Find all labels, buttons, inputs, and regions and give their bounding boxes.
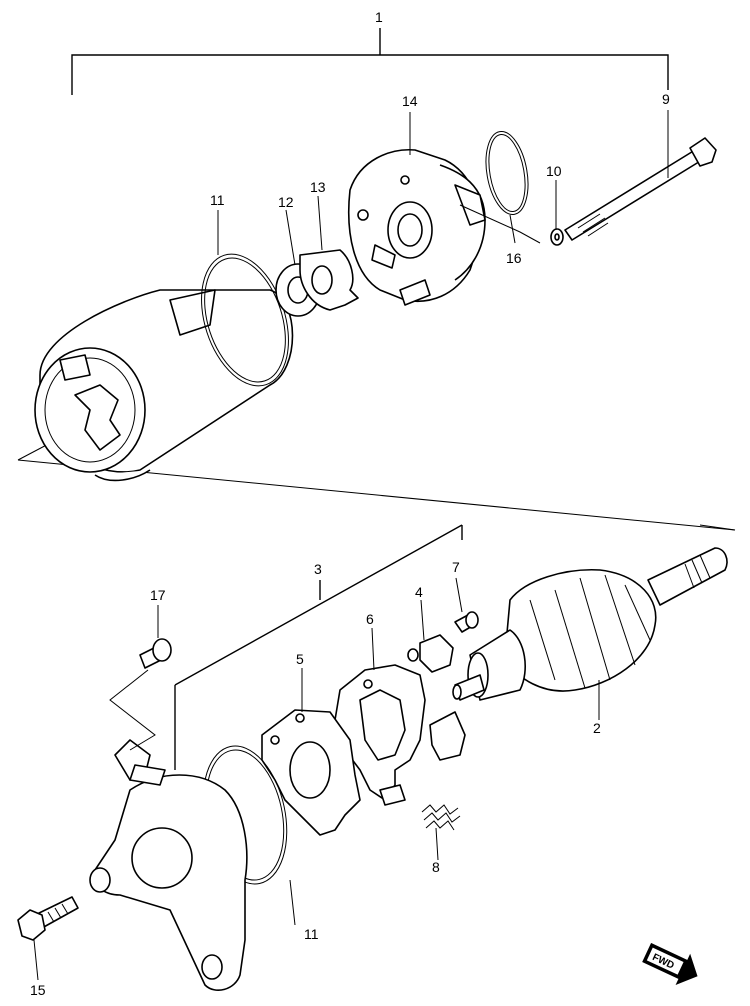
forward-direction-badge: FWD xyxy=(642,942,698,986)
callout-14: 14 xyxy=(402,93,418,109)
through-bolt-9 xyxy=(564,137,717,241)
callout-12: 12 xyxy=(278,194,294,210)
callout-9: 9 xyxy=(662,91,670,107)
callout-8: 8 xyxy=(432,859,440,875)
armature-2 xyxy=(452,547,728,701)
screw-17 xyxy=(109,638,172,751)
callout-10: 10 xyxy=(546,163,562,179)
callout-3: 3 xyxy=(314,561,322,577)
bolt-15 xyxy=(17,896,79,941)
callout-6: 6 xyxy=(366,611,374,627)
washer-13 xyxy=(299,249,359,311)
callout-2: 2 xyxy=(593,720,601,736)
callout-1: 1 xyxy=(375,9,383,25)
callout-5: 5 xyxy=(296,651,304,667)
screw-7 xyxy=(454,611,479,633)
callout-11-top: 11 xyxy=(210,192,225,208)
assembly-bracket-3 xyxy=(174,524,463,770)
o-ring-16 xyxy=(485,130,529,216)
callout-7: 7 xyxy=(452,559,460,575)
yoke-housing xyxy=(34,289,294,482)
end-cover-housing xyxy=(89,739,248,991)
callout-4: 4 xyxy=(415,584,423,600)
leader-lines-top xyxy=(217,110,669,266)
callout-13: 13 xyxy=(310,179,326,195)
spring-8 xyxy=(421,804,461,831)
washer-10 xyxy=(550,228,564,246)
brush-holder-6 xyxy=(334,664,466,806)
callout-17: 17 xyxy=(150,587,166,603)
brush-plate-5 xyxy=(261,709,361,836)
callout-11-bottom: 11 xyxy=(304,926,319,942)
callout-16: 16 xyxy=(506,250,522,266)
assembly-bracket-1 xyxy=(71,28,669,95)
callout-15: 15 xyxy=(30,982,46,998)
brush-4 xyxy=(407,634,454,673)
leader-lines-bottom xyxy=(33,577,600,981)
end-housing-14 xyxy=(347,149,486,306)
